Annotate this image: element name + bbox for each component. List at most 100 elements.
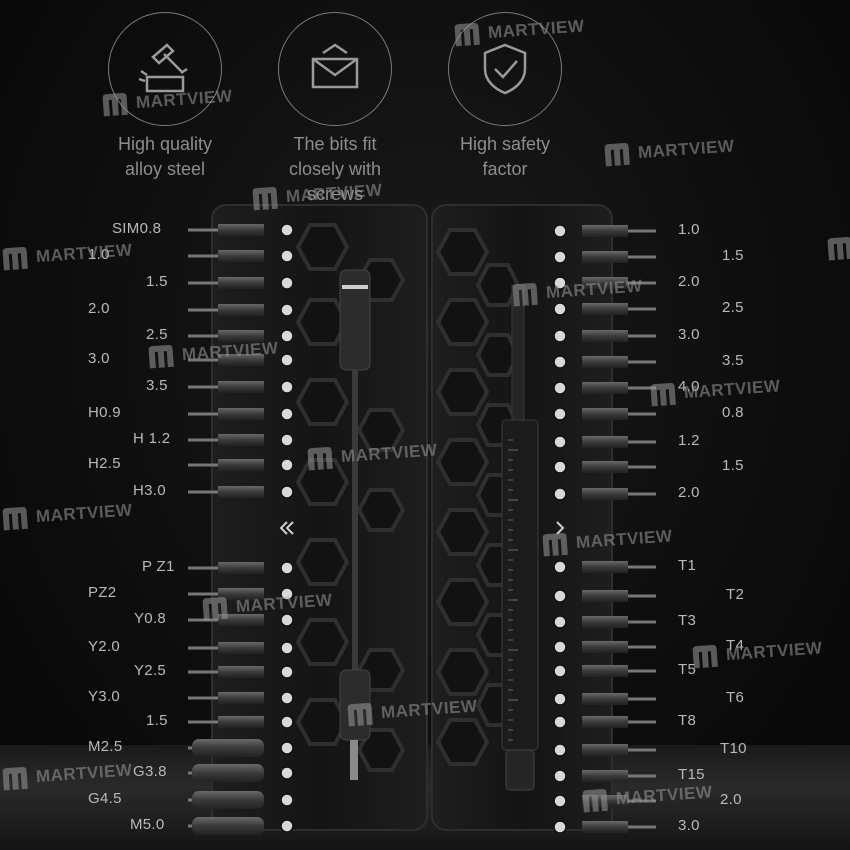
watermark: MARTVIEW [99, 83, 233, 118]
bit-size-label-left: G3.8 [133, 763, 167, 780]
bit-head-marker [280, 665, 294, 679]
screwdriver-bit [218, 304, 264, 316]
screwdriver-bit [218, 692, 264, 704]
bit-size-label-right: T5 [678, 661, 697, 678]
bit-head-marker [280, 303, 294, 317]
bit-head-marker [553, 640, 567, 654]
watermark: MARTVIEW [824, 227, 850, 262]
bit-head-marker [280, 485, 294, 499]
watermark: MARTVIEW [0, 497, 133, 532]
bit-size-label-left: 2.0 [88, 300, 110, 317]
bit-head-marker [553, 615, 567, 629]
bit-size-label-left: H2.5 [88, 455, 121, 472]
feature-safety: High safety factor [440, 12, 570, 182]
bit-size-label-left: H0.9 [88, 404, 121, 421]
bit-head-marker [280, 380, 294, 394]
watermark: MARTVIEW [539, 523, 673, 558]
screwdriver-bit [218, 642, 264, 654]
brand-logo-icon [202, 597, 228, 621]
chevron-right-icon [556, 521, 565, 535]
bit-size-label-right: T10 [720, 740, 747, 757]
bit-head-marker [553, 487, 567, 501]
bit-size-label-right: T3 [678, 612, 697, 629]
bit-size-label-right: 3.5 [722, 352, 744, 369]
screwdriver-bit [582, 277, 628, 289]
bit-head-marker [280, 353, 294, 367]
socket-bit [192, 764, 264, 782]
screwdriver-bit [218, 666, 264, 678]
brand-logo-icon [307, 447, 333, 471]
screwdriver-bit [218, 614, 264, 626]
bit-size-label-left: M5.0 [130, 816, 165, 833]
brand-logo-icon [148, 345, 174, 369]
brand-logo-icon [542, 533, 568, 557]
brand-logo-icon [347, 703, 373, 727]
bit-head-marker [280, 766, 294, 780]
bit-head-marker [280, 433, 294, 447]
bit-size-label-right: 1.5 [722, 457, 744, 474]
watermark: MARTVIEW [579, 779, 713, 814]
bit-head-marker [280, 587, 294, 601]
watermark: MARTVIEW [509, 273, 643, 308]
watermark: MARTVIEW [689, 635, 823, 670]
brand-logo-icon [512, 283, 538, 307]
bit-head-marker [553, 820, 567, 834]
bit-size-label-left: P Z1 [142, 558, 175, 575]
bit-size-label-right: 1.2 [678, 432, 700, 449]
bit-head-marker [280, 691, 294, 705]
screwdriver-bit [582, 616, 628, 628]
bit-head-marker [553, 715, 567, 729]
bit-head-marker [553, 769, 567, 783]
bit-head-marker [553, 224, 567, 238]
watermark: MARTVIEW [304, 437, 438, 472]
screwdriver-bit [218, 588, 264, 600]
bit-size-label-right: 2.0 [678, 273, 700, 290]
brand-logo-icon [650, 383, 676, 407]
bit-head-marker [280, 613, 294, 627]
bit-head-marker [280, 715, 294, 729]
bit-head-marker [280, 793, 294, 807]
brand-logo-icon [604, 143, 630, 167]
bit-size-label-left: PZ2 [88, 584, 117, 601]
bit-size-label-right: 3.0 [678, 817, 700, 834]
bit-size-label-left: Y2.0 [88, 638, 121, 655]
watermark-brand: MARTVIEW [487, 16, 586, 43]
screwdriver-bit [218, 562, 264, 574]
screwdriver-bit [582, 382, 628, 394]
bit-head-marker [553, 329, 567, 343]
watermark-brand: MARTVIEW [35, 500, 134, 527]
feature-text: High quality alloy steel [117, 134, 213, 179]
bit-size-label-left: 1.5 [146, 273, 168, 290]
screwdriver-bit [582, 303, 628, 315]
bit-size-label-left: Y3.0 [88, 688, 121, 705]
bit-head-marker [553, 460, 567, 474]
screwdriver-bit [218, 250, 264, 262]
bit-head-marker [553, 276, 567, 290]
screwdriver-bit [582, 744, 628, 756]
watermark-brand: MARTVIEW [615, 782, 714, 809]
watermark: MARTVIEW [344, 693, 478, 728]
screwdriver-bit [582, 693, 628, 705]
screwdriver-bit [582, 225, 628, 237]
bit-head-marker [280, 223, 294, 237]
envelope-icon [278, 12, 392, 126]
bit-head-marker [280, 641, 294, 655]
brand-logo-icon [692, 645, 718, 669]
watermark-brand: MARTVIEW [575, 526, 674, 553]
bit-size-label-left: 1.5 [146, 712, 168, 729]
feature-alloy-steel: High quality alloy steel [100, 12, 230, 182]
watermark-brand: MARTVIEW [683, 376, 782, 403]
bit-size-label-right: T4 [726, 637, 745, 654]
chevron-left-icon [279, 521, 294, 535]
bit-size-label-left: Y0.8 [134, 610, 167, 627]
bit-head-marker [553, 355, 567, 369]
screwdriver-bit [582, 716, 628, 728]
watermark-brand: MARTVIEW [725, 638, 824, 665]
bit-head-marker [553, 664, 567, 678]
screwdriver-bit [218, 434, 264, 446]
watermark: MARTVIEW [249, 177, 383, 212]
socket-bit [192, 739, 264, 757]
bit-head-marker [280, 819, 294, 833]
screwdriver-bit [582, 436, 628, 448]
